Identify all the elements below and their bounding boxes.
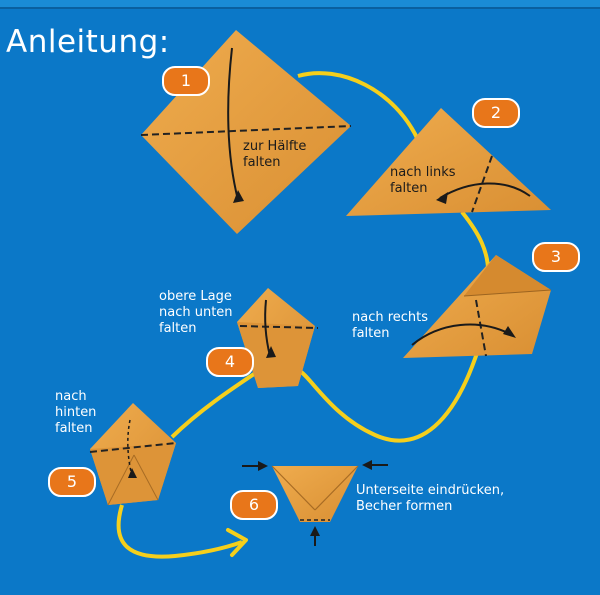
paper-diamond <box>141 30 351 234</box>
arrow-head <box>226 528 248 557</box>
connector-path <box>296 349 480 443</box>
step-3-instruction: nach rechts falten <box>352 310 429 341</box>
step-badge-1: 1 <box>162 66 210 96</box>
connector-path <box>297 71 420 141</box>
step-5-instruction: nach hinten falten <box>55 389 97 436</box>
top-bar <box>0 0 600 9</box>
step-badge-5: 5 <box>48 467 96 497</box>
step-badge-6: 6 <box>230 490 278 520</box>
step-badge-2: 2 <box>472 98 520 128</box>
step-4-instruction: obere Lage nach unten falten <box>159 289 233 336</box>
paper-triangle <box>346 108 551 216</box>
step-badge-4: 4 <box>206 347 254 377</box>
page-title: Anleitung: <box>6 24 170 60</box>
step-1-instruction: zur Hälfte falten <box>243 139 307 170</box>
connector-path <box>170 370 259 439</box>
step-6-instruction: Unterseite eindrücken, Becher formen <box>356 483 505 514</box>
step-badge-3: 3 <box>532 242 580 272</box>
paper-cup <box>272 466 358 522</box>
connector-path <box>116 504 243 559</box>
step-2-instruction: nach links falten <box>390 165 456 196</box>
